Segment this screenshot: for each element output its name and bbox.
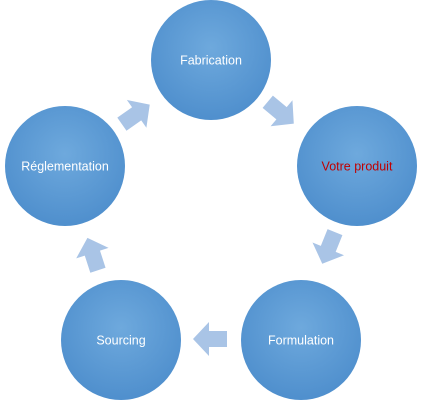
node-votre-produit: Votre produit: [297, 106, 417, 226]
arrow-sourcing-to-reglementation: [76, 237, 109, 273]
node-label-votre-produit: Votre produit: [322, 160, 393, 174]
node-sourcing: Sourcing: [61, 280, 181, 400]
arrow-formulation-to-sourcing: [193, 322, 227, 356]
arrow-votre-produit-to-formulation: [312, 229, 345, 264]
node-label-formulation: Formulation: [268, 334, 334, 348]
node-label-fabrication: Fabrication: [180, 54, 242, 68]
node-label-reglementation: Réglementation: [21, 160, 109, 174]
node-reglementation: Réglementation: [5, 106, 125, 226]
arrow-reglementation-to-fabrication: [117, 99, 150, 131]
node-label-sourcing: Sourcing: [96, 334, 145, 348]
node-fabrication: Fabrication: [151, 0, 271, 120]
node-formulation: Formulation: [241, 280, 361, 400]
arrow-fabrication-to-votre-produit: [262, 95, 294, 127]
